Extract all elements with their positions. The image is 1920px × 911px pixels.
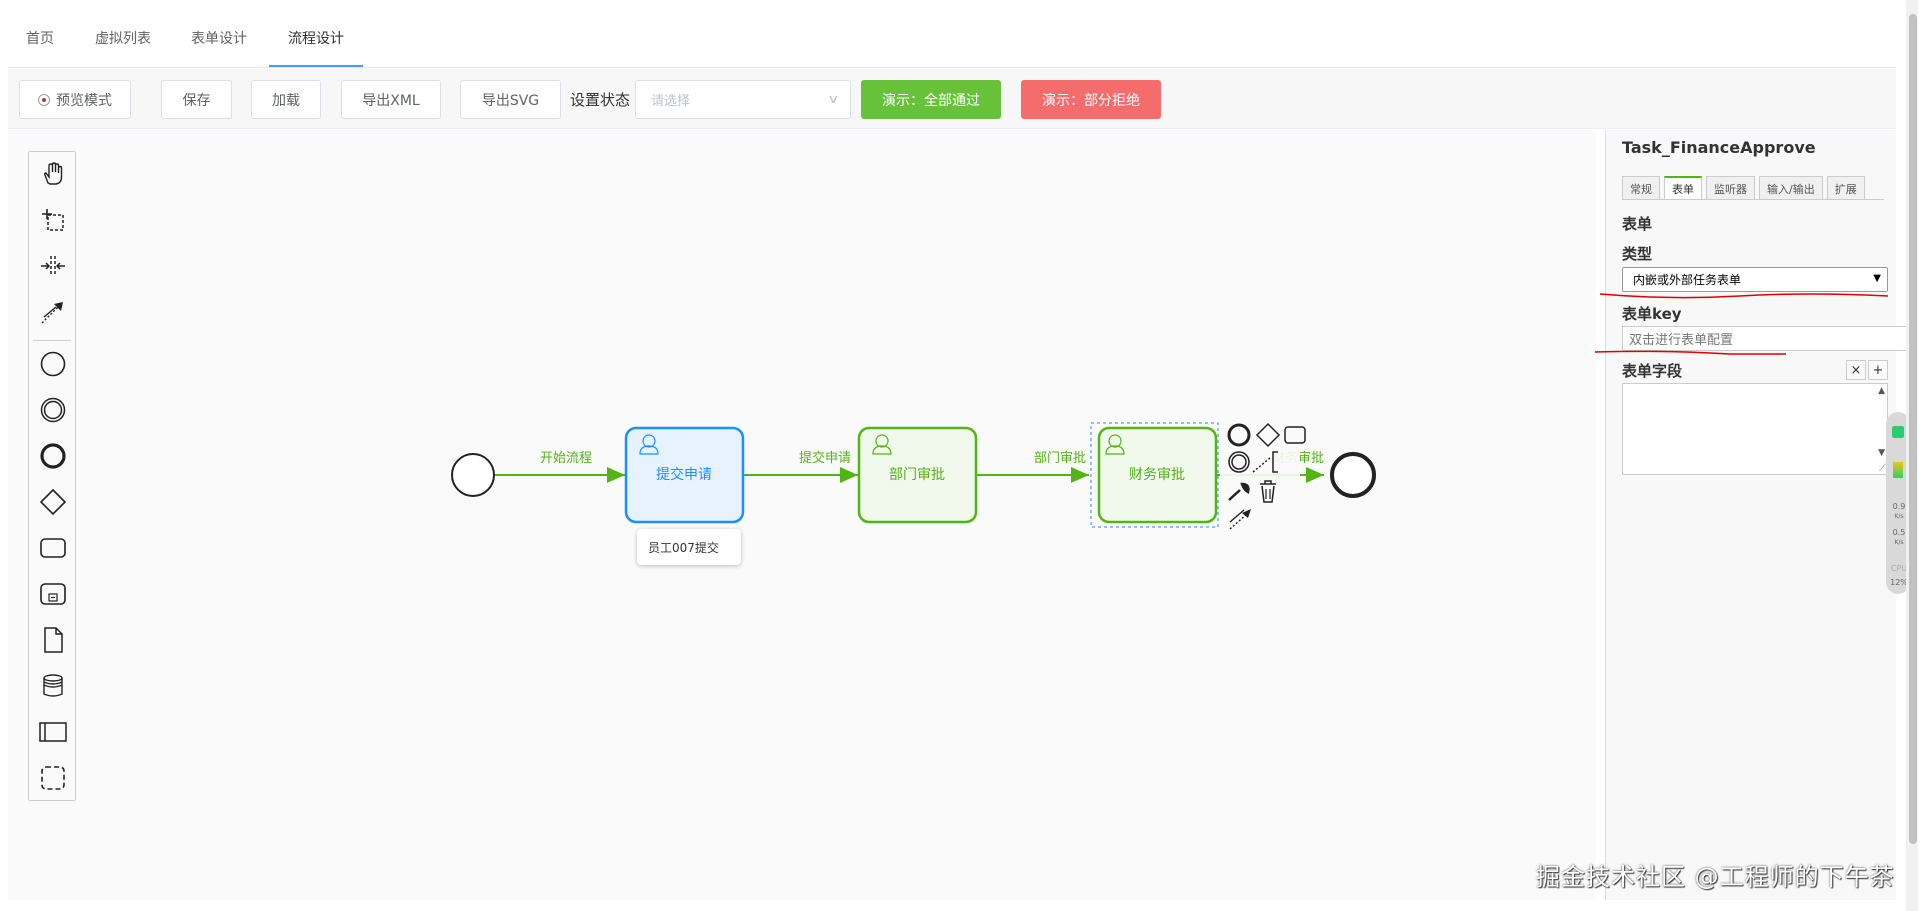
- net-up-unit: K/s: [1894, 513, 1904, 520]
- task-icon[interactable]: [38, 533, 68, 563]
- hand-tool-icon[interactable]: [38, 159, 68, 189]
- properties-panel: Task_FinanceApprove 常规 表单 监听器 输入/输出 扩展 表…: [1605, 130, 1908, 900]
- app-window: 首页 虚拟列表 表单设计 流程设计 预览模式 保存 加载 导出XML 导出SVG…: [8, 0, 1908, 900]
- task-tooltip: 员工007提交: [637, 529, 741, 565]
- cpu-label: CPU: [1890, 564, 1908, 573]
- subprocess-icon[interactable]: [38, 579, 68, 609]
- append-gateway-icon[interactable]: [1255, 422, 1281, 448]
- form-key-label: 表单key: [1622, 305, 1682, 323]
- form-key-input[interactable]: 双击进行表单配置: [1622, 326, 1908, 351]
- start-event-icon[interactable]: [38, 349, 68, 379]
- panel-tab-extensions[interactable]: 扩展: [1826, 176, 1865, 200]
- append-task-icon[interactable]: [1284, 426, 1306, 444]
- space-tool-icon[interactable]: [38, 251, 68, 281]
- preview-mode-label: 预览模式: [56, 92, 112, 109]
- preview-mode-button[interactable]: 预览模式: [19, 80, 131, 119]
- net-down-unit: K/s: [1894, 539, 1904, 546]
- red-annotation-marks: [1594, 293, 1889, 355]
- add-field-button[interactable]: +: [1868, 360, 1888, 380]
- demo-pass-all-button[interactable]: 演示：全部通过: [861, 80, 1001, 119]
- task-label: 提交申请: [656, 466, 712, 483]
- intermediate-event-icon[interactable]: [38, 395, 68, 425]
- shield-icon: [1892, 426, 1904, 438]
- task-department-approve[interactable]: [857, 426, 978, 524]
- flow-label[interactable]: 开始流程: [540, 451, 592, 466]
- net-down-value: 0.5: [1892, 528, 1906, 537]
- scroll-down-icon[interactable]: ▼: [1878, 448, 1885, 458]
- task-label: 部门审批: [889, 467, 945, 483]
- connect-icon[interactable]: [1229, 509, 1251, 530]
- resize-handle-icon[interactable]: ⟋: [1879, 463, 1886, 474]
- status-label: 设置状态: [570, 91, 631, 109]
- tab-form-design[interactable]: 表单设计: [191, 31, 247, 47]
- panel-tab-general[interactable]: 常规: [1622, 176, 1660, 200]
- tab-virtual-list[interactable]: 虚拟列表: [95, 31, 151, 47]
- form-fields-label: 表单字段: [1622, 362, 1683, 380]
- chevron-down-icon: ∨: [827, 92, 840, 106]
- data-object-icon[interactable]: [38, 625, 68, 655]
- panel-tab-form[interactable]: 表单: [1664, 176, 1702, 200]
- eye-icon: [38, 93, 50, 106]
- status-select-placeholder: 请选择: [651, 94, 691, 109]
- global-connect-icon[interactable]: [38, 297, 68, 327]
- chevron-down-icon: ▼: [1873, 273, 1881, 284]
- form-type-label: 类型: [1622, 245, 1653, 263]
- save-button[interactable]: 保存: [161, 80, 232, 119]
- export-xml-button[interactable]: 导出XML: [341, 80, 441, 119]
- bpmn-canvas[interactable]: [8, 130, 1596, 900]
- panel-tabs-divider: [1622, 199, 1884, 200]
- remove-field-button[interactable]: ×: [1846, 360, 1866, 380]
- append-end-event-icon[interactable]: [1227, 423, 1251, 447]
- tab-home[interactable]: 首页: [26, 31, 54, 47]
- start-event[interactable]: [451, 453, 495, 497]
- end-event[interactable]: [1330, 452, 1376, 498]
- palette-separator: [33, 340, 71, 341]
- form-type-select[interactable]: 内嵌或外部任务表单 ▼: [1622, 267, 1888, 292]
- form-type-value: 内嵌或外部任务表单: [1633, 273, 1742, 287]
- flow-label[interactable]: 提交申请: [799, 450, 851, 466]
- user-task-icon: [1105, 434, 1125, 455]
- panel-title: Task_FinanceApprove: [1622, 138, 1816, 157]
- gateway-icon[interactable]: [38, 487, 68, 517]
- append-intermediate-event-icon[interactable]: [1228, 451, 1250, 473]
- group-icon[interactable]: [38, 763, 68, 793]
- status-select[interactable]: 请选择 ∨: [635, 80, 851, 119]
- user-task-icon: [639, 434, 659, 455]
- wrench-icon[interactable]: [1228, 482, 1250, 501]
- lasso-tool-icon[interactable]: [38, 205, 68, 235]
- net-up-value: 0.9: [1892, 502, 1906, 511]
- memory-icon: [1893, 462, 1903, 478]
- panel-tabs: 常规 表单 监听器 输入/输出 扩展: [1622, 176, 1869, 200]
- task-submit-application[interactable]: [624, 426, 745, 524]
- bpmn-palette: [28, 151, 76, 801]
- panel-tab-input-output[interactable]: 输入/输出: [1759, 176, 1823, 200]
- load-button[interactable]: 加载: [251, 80, 321, 119]
- panel-tab-listeners[interactable]: 监听器: [1706, 176, 1755, 200]
- participant-icon[interactable]: [38, 717, 68, 747]
- user-task-icon: [872, 434, 892, 455]
- demo-partial-reject-button[interactable]: 演示：部分拒绝: [1021, 80, 1161, 119]
- context-pad: [1220, 420, 1306, 530]
- form-key-placeholder: 双击进行表单配置: [1629, 333, 1734, 348]
- bpmn-diagram: 开始流程 提交申请 部门审批 财务审批 提交申请 部门审批 财务审批: [451, 420, 1376, 530]
- scroll-up-icon[interactable]: ▲: [1878, 386, 1885, 396]
- export-svg-button[interactable]: 导出SVG: [460, 80, 561, 119]
- active-tab-indicator: [269, 65, 363, 67]
- tab-process-design[interactable]: 流程设计: [288, 31, 344, 47]
- form-section-heading: 表单: [1622, 215, 1653, 233]
- end-event-icon[interactable]: [38, 441, 68, 471]
- task-finance-approve[interactable]: [1097, 426, 1218, 524]
- cpu-value: 12%: [1890, 578, 1908, 587]
- page-scrollbar-thumb[interactable]: [1909, 14, 1917, 844]
- selection-outline: [1090, 422, 1219, 528]
- flow-label[interactable]: 部门审批: [1034, 451, 1086, 466]
- form-fields-list[interactable]: ▲ ▼ ⟋: [1622, 383, 1888, 475]
- task-label: 财务审批: [1129, 467, 1185, 483]
- watermark: 掘金技术社区 @工程师的下午茶: [1536, 863, 1895, 891]
- trash-icon[interactable]: [1260, 480, 1276, 503]
- top-tabs: 首页 虚拟列表 表单设计 流程设计: [8, 0, 1896, 68]
- data-store-icon[interactable]: [38, 671, 68, 701]
